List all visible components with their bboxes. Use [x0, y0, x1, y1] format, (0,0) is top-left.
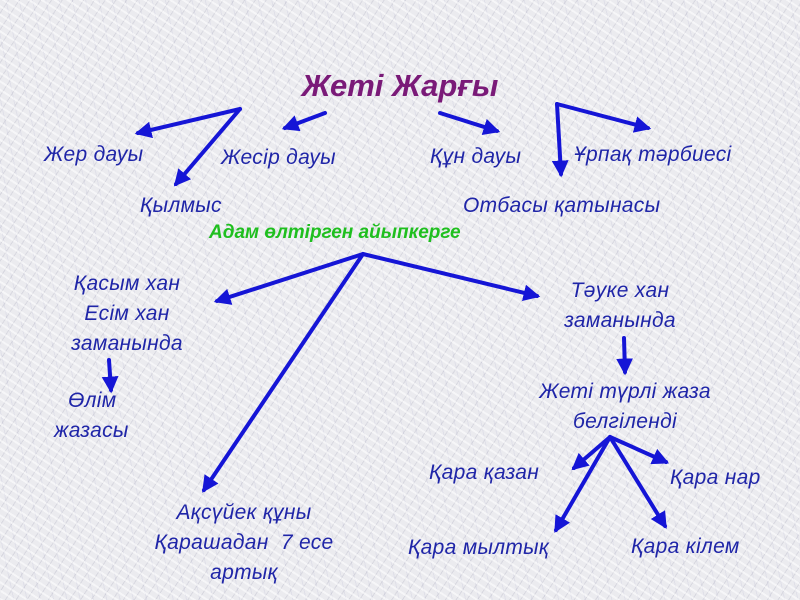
arrow-to-qara-qazan: [571, 435, 612, 471]
label-otbasy-qatynasy: Отбасы қатынасы: [463, 194, 661, 217]
arrow-to-tauke: [361, 252, 541, 302]
label-aksuiek-quny: Ақсүйек құны: [176, 501, 312, 524]
label-qasym-zamanynda: заманында: [71, 332, 183, 355]
label-aksuiek-block: Ақсүйек құны Қарашадан 7 есе артық: [144, 498, 344, 588]
label-qasym-han: Қасым хан: [73, 272, 181, 295]
label-qasym-han-block: Қасым хан Есім хан заманында: [52, 269, 202, 359]
label-qara-qazan: Қара қазан: [429, 461, 540, 484]
diagram-title: Жеті Жарғы: [301, 68, 499, 103]
label-olim: Өлім: [68, 389, 117, 412]
label-esim-han: Есім хан: [84, 302, 170, 325]
arrow-to-otbasy: [551, 102, 569, 178]
label-artyq: артық: [210, 561, 278, 584]
arrow-to-qylmys: [173, 107, 242, 187]
arrow-to-qara-kilem: [608, 435, 667, 529]
label-adam-oltirgen: Адам өлтірген айыпкерге: [209, 222, 461, 243]
label-olim-jazasy-block: Өлім жазасы: [54, 386, 129, 446]
label-jer-dauy: Жер дауы: [44, 143, 144, 166]
label-jeti-turli-jaza: Жеті түрлі жаза: [539, 380, 711, 403]
label-jesir-dauy: Жесір дауы: [221, 146, 336, 169]
label-tauke-han-block: Тәуке хан заманында: [545, 276, 695, 336]
label-qara-myltyq: Қара мылтық: [408, 536, 550, 559]
arrow-to-aksuiek: [202, 252, 365, 493]
arrow-to-olim: [101, 358, 119, 394]
arrow-to-qara-nar: [608, 435, 670, 465]
label-tauke-han: Тәуке хан: [570, 279, 670, 302]
label-jeti-turli-block: Жеті түрлі жаза белгіленді: [505, 377, 745, 437]
label-qara-nar: Қара нар: [670, 466, 761, 489]
label-qara-kilem: Қара кілем: [631, 535, 740, 558]
label-jazasy: жазасы: [54, 419, 129, 442]
arrow-to-jeti-turli: [616, 336, 634, 376]
label-urpaq-tarbiesi: Ұрпақ тәрбиесі: [574, 143, 732, 166]
label-qylmys: Қылмыс: [140, 194, 222, 217]
label-tauke-zamanynda: заманында: [564, 309, 676, 332]
label-qun-dauy: Құн дауы: [430, 145, 522, 168]
arrow-to-qara-myltyq: [554, 435, 612, 533]
arrow-to-qasym: [213, 252, 365, 305]
arrow-to-jer-dauy: [134, 107, 242, 139]
arrow-to-urpaq: [555, 102, 652, 133]
arrow-to-jesir-dauy: [281, 111, 327, 132]
arrow-to-qun-dauy: [438, 111, 501, 135]
label-belgilendi: белгіленді: [572, 410, 677, 433]
label-qarashadan: Қарашадан 7 есе: [154, 531, 334, 554]
